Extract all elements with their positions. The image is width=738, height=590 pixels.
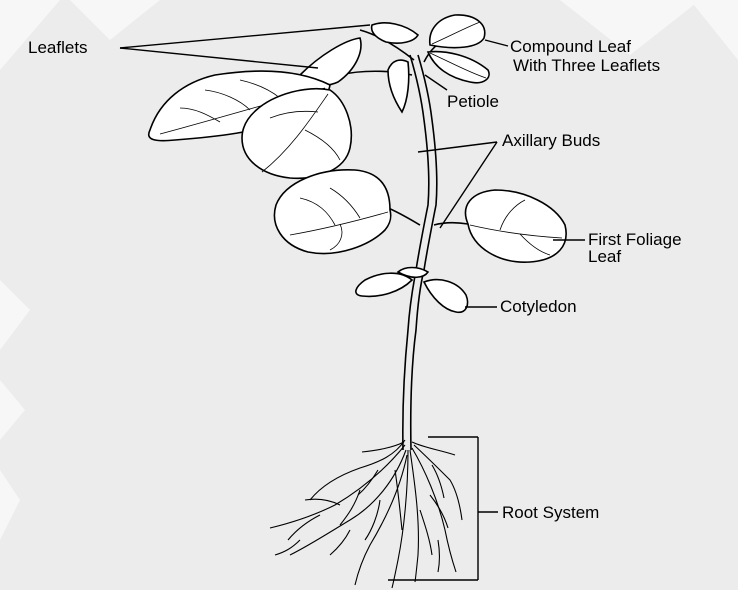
label-cotyledon: Cotyledon — [500, 297, 577, 316]
label-petiole: Petiole — [447, 92, 499, 111]
labels: Leaflets Compound Leaf With Three Leafle… — [28, 37, 682, 522]
label-compound-leaf-line1: Compound Leaf — [510, 37, 631, 56]
label-axillary-buds: Axillary Buds — [502, 131, 600, 150]
background-shapes — [0, 0, 738, 540]
label-root-system: Root System — [502, 503, 599, 522]
cotyledons — [356, 268, 468, 313]
label-leaflets: Leaflets — [28, 38, 88, 57]
upper-leaflets — [149, 38, 361, 178]
root-system-drawing — [270, 440, 462, 588]
label-compound-leaf-line2: With Three Leaflets — [513, 56, 660, 75]
label-first-foliage-line2: Leaf — [588, 247, 621, 266]
